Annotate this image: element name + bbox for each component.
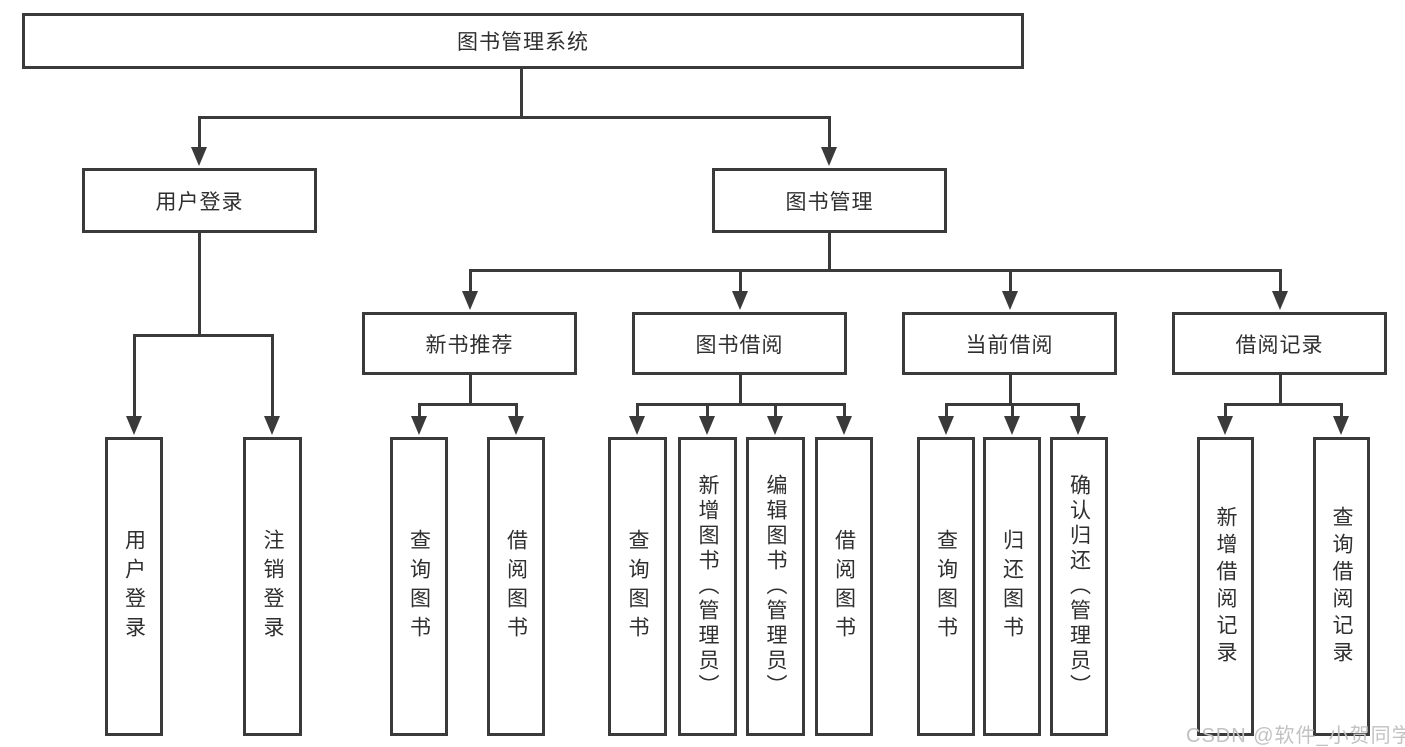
arrow-down-icon [1004, 416, 1020, 435]
arrow-down-icon [1002, 291, 1018, 310]
node-leaf-logout: 注销登录 [243, 437, 302, 736]
connector-leaf-drop [1077, 403, 1080, 423]
connector-book-mgmt-drop [828, 116, 831, 150]
connector-stem [739, 375, 742, 406]
leaf-label: 查询图书 [407, 528, 431, 645]
connector-leaf-drop [515, 403, 518, 423]
connector-level2-rail [198, 116, 831, 119]
connector-leaf-drop [133, 334, 136, 422]
connector-leaf-drop [774, 403, 777, 423]
connector-leaf-drop [843, 403, 846, 423]
leaf-label: 新增借阅记录 [1214, 505, 1237, 668]
node-leaf-bb-add-book: 新增图书（管理员） [678, 437, 737, 736]
connector-rail [418, 403, 518, 406]
arrow-down-icon [1333, 416, 1349, 435]
node-new-book-rec: 新书推荐 [362, 312, 577, 375]
arrow-down-icon [126, 416, 142, 435]
arrow-down-icon [462, 291, 478, 310]
connector-leaf-drop [706, 403, 709, 423]
leaf-label: 查询借阅记录 [1330, 505, 1353, 668]
connector-leaf-drop [636, 403, 639, 423]
connector-level3-drop [1009, 269, 1012, 297]
node-root: 图书管理系统 [22, 13, 1024, 69]
leaf-label: 注销登录 [261, 528, 284, 645]
arrow-down-icon [1217, 416, 1233, 435]
leaf-label: 借阅图书 [832, 528, 856, 645]
node-current-borrowing: 当前借阅 [902, 312, 1117, 375]
node-book-borrowing: 图书借阅 [632, 312, 847, 375]
connector-level3-rail [469, 269, 1282, 272]
connector-root-stem [520, 69, 523, 119]
connector-book-mgmt-stem [828, 233, 831, 272]
arrow-down-icon [938, 416, 954, 435]
connector-leaf-drop [1011, 403, 1014, 423]
leaf-label: 归还图书 [1000, 528, 1024, 645]
connector-user-login-drop [198, 116, 201, 150]
leaf-label: 用户登录 [122, 528, 146, 645]
node-leaf-cb-return-book: 归还图书 [983, 437, 1041, 736]
node-user-login: 用户登录 [82, 168, 317, 233]
connector-leaf-drop [271, 334, 274, 422]
arrow-down-icon [508, 416, 524, 435]
connector-user-login-rail [133, 334, 274, 337]
leaf-label: 确认归还（管理员） [1067, 474, 1091, 699]
arrow-down-icon [264, 416, 280, 435]
connector-stem [1009, 375, 1012, 406]
connector-level3-drop [469, 269, 472, 297]
node-leaf-br-search-record: 查询借阅记录 [1313, 437, 1370, 736]
connector-stem [1279, 375, 1282, 406]
node-leaf-cb-confirm-return: 确认归还（管理员） [1050, 437, 1108, 736]
node-borrowing-records: 借阅记录 [1172, 312, 1387, 375]
arrow-down-icon [1070, 416, 1086, 435]
connector-leaf-drop [1224, 403, 1227, 423]
arrow-down-icon [191, 147, 207, 166]
arrow-down-icon [411, 416, 427, 435]
connector-level3-drop [739, 269, 742, 297]
connector-leaf-drop [1340, 403, 1343, 423]
node-leaf-bb-search-book: 查询图书 [608, 437, 667, 736]
arrow-down-icon [767, 416, 783, 435]
node-leaf-nbr-search-book: 查询图书 [390, 437, 448, 736]
node-leaf-bb-edit-book: 编辑图书（管理员） [746, 437, 805, 736]
arrow-down-icon [629, 416, 645, 435]
node-leaf-cb-search-book: 查询图书 [917, 437, 975, 736]
leaf-label: 借阅图书 [504, 528, 528, 645]
connector-level3-drop [1279, 269, 1282, 297]
connector-rail [636, 403, 845, 406]
leaf-label: 编辑图书（管理员） [764, 474, 787, 699]
connector-leaf-drop [418, 403, 421, 423]
arrow-down-icon [821, 147, 837, 166]
leaf-label: 查询图书 [934, 528, 958, 645]
leaf-label: 查询图书 [626, 528, 649, 645]
node-leaf-nbr-borrow-book: 借阅图书 [487, 437, 545, 736]
connector-stem [469, 375, 472, 406]
csdn-watermark: CSDN @软件_小贺同学 [1186, 725, 1405, 747]
arrow-down-icon [1272, 291, 1288, 310]
arrow-down-icon [699, 416, 715, 435]
leaf-label: 新增图书（管理员） [696, 474, 719, 699]
connector-leaf-drop [945, 403, 948, 423]
node-leaf-user-login: 用户登录 [105, 437, 163, 736]
node-book-mgmt: 图书管理 [712, 168, 947, 233]
connector-rail [1224, 403, 1343, 406]
node-leaf-bb-borrow-book: 借阅图书 [815, 437, 873, 736]
node-leaf-br-add-record: 新增借阅记录 [1197, 437, 1254, 736]
connector-user-login-stem [198, 233, 201, 337]
arrow-down-icon [732, 291, 748, 310]
arrow-down-icon [836, 416, 852, 435]
